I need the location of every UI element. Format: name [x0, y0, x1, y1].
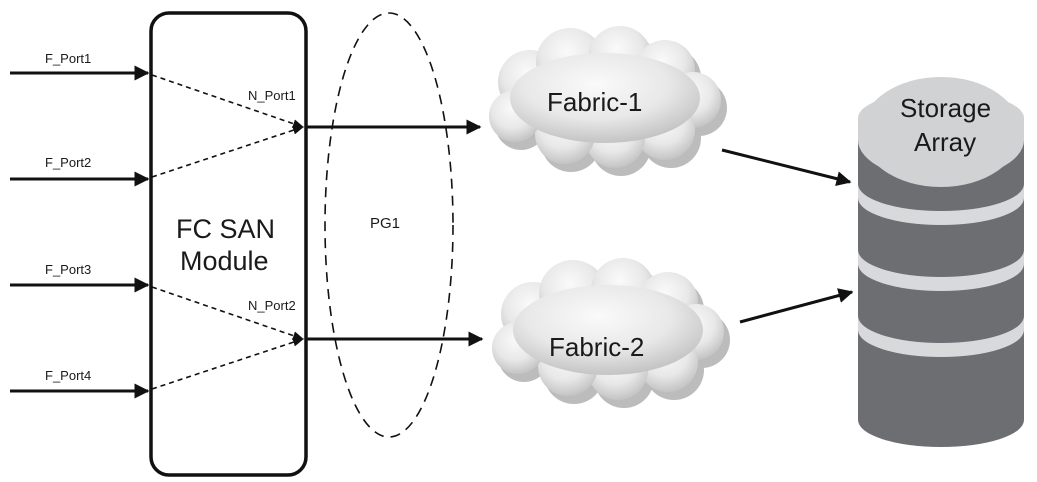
mapping-f3-n2	[151, 286, 305, 340]
n-port-1-label: N_Port1	[248, 88, 296, 103]
f-port-1: F_Port1	[10, 51, 150, 81]
fabric-1-to-storage-arrow	[721, 148, 852, 187]
fabric-1-label: Fabric-1	[547, 87, 642, 117]
storage-label-line1: Storage	[900, 93, 991, 123]
storage-top-rim	[858, 118, 1024, 180]
fc-san-module: FC SAN Module	[149, 11, 308, 477]
mapping-f2-n1	[151, 125, 305, 178]
module-label-line2: Module	[180, 246, 269, 276]
f-port-4-label: F_Port4	[45, 368, 91, 383]
port-group-ellipse	[324, 12, 454, 438]
storage-band-1	[858, 184, 1024, 225]
module-box	[149, 11, 308, 477]
storage-label-line2: Array	[914, 127, 976, 157]
storage-band-2	[858, 250, 1024, 291]
f-port-3: F_Port3	[10, 262, 150, 293]
n-port-2-label: N_Port2	[248, 298, 296, 313]
port-group: PG1	[324, 12, 454, 438]
storage-array: Storage Array	[858, 77, 1024, 447]
module-label-line1: FC SAN	[176, 214, 275, 244]
f-port-3-label: F_Port3	[45, 262, 91, 277]
f-port-4: F_Port4	[10, 368, 150, 399]
f-port-1-label: F_Port1	[45, 51, 91, 66]
port-group-label: PG1	[370, 215, 400, 232]
fabric-1-cloud: Fabric-1	[489, 26, 727, 176]
f-port-2: F_Port2	[10, 155, 150, 187]
fabric-2-label: Fabric-2	[549, 332, 644, 362]
fabric-2-cloud: Fabric-2	[492, 258, 730, 408]
f-port-2-label: F_Port2	[45, 155, 91, 170]
fabric-2-to-storage-arrow	[739, 288, 854, 324]
mapping-f4-n2	[151, 337, 305, 390]
storage-band-3	[858, 316, 1024, 357]
